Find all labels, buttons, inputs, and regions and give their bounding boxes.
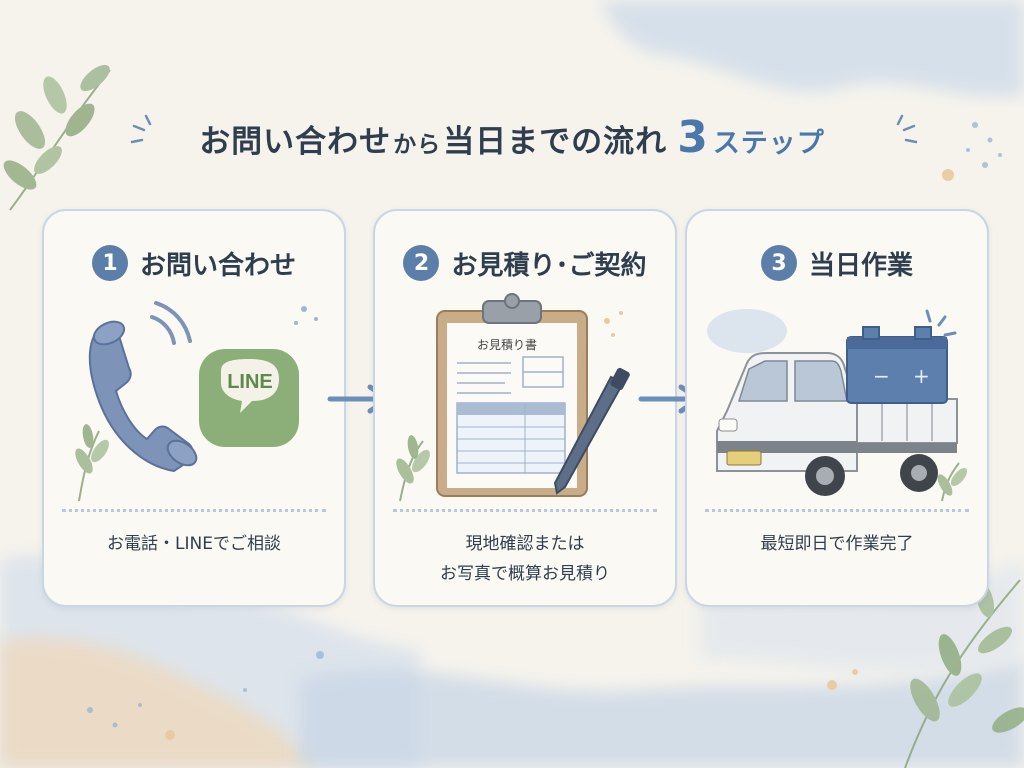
title-part1: お問い合わせ [199, 124, 392, 160]
page-title: お問い合わせ から 当日までの流れ 3 ステップ [0, 112, 1024, 172]
step-description: お電話・LINEでご相談 [44, 529, 344, 559]
clipboard-icon: お見積り書 [436, 293, 588, 497]
step-header: 3 当日作業 [687, 243, 987, 283]
divider [705, 509, 969, 512]
step-description-line: 最短即日で作業完了 [760, 534, 914, 554]
step-illustration: お見積り書 [396, 293, 630, 502]
step-label: お問い合わせ [139, 250, 296, 281]
step-number-badge: 2 [403, 245, 440, 281]
line-icon: LINE [199, 349, 299, 447]
phone-icon [88, 301, 198, 473]
truck-icon [716, 352, 958, 496]
step-label: お見積り･ご契約 [451, 250, 647, 281]
svg-text:−: − [873, 364, 890, 388]
step-card-3: 3 当日作業 − + [685, 209, 989, 607]
title-suffix: ステップ [712, 128, 825, 159]
line-badge-text: LINE [227, 371, 273, 393]
step-description: 最短即日で作業完了 [687, 529, 987, 559]
step-description-line: お写真で概算お見積り [440, 564, 610, 584]
svg-text:+: + [913, 364, 930, 388]
divider [62, 509, 326, 512]
step-illustration: LINE [75, 301, 318, 502]
step-description-line: お電話・LINEでご相談 [107, 534, 281, 554]
step-description: 現地確認または お写真で概算お見積り [375, 529, 675, 589]
step-label: 当日作業 [808, 250, 913, 281]
leaf-decoration-top-left [3, 64, 111, 211]
title-number: 3 [677, 112, 709, 163]
sparkle-left-icon [130, 114, 152, 144]
step-card-1: 1 お問い合わせ LINE お電話・LINEでご相談 [42, 209, 346, 607]
pen-icon [553, 367, 630, 495]
step-number-badge: 1 [91, 245, 128, 281]
step-header: 1 お問い合わせ [44, 243, 344, 283]
estimate-doc-title: お見積り書 [477, 337, 537, 352]
battery-icon: − + [846, 326, 948, 404]
step-card-2: 2 お見積り･ご契約 お見積り書 [373, 209, 677, 607]
leaf-decoration-bottom-right [904, 579, 1024, 768]
title-part3: 当日までの流れ [443, 124, 668, 160]
step-number-badge: 3 [760, 245, 797, 281]
divider [393, 509, 657, 512]
step-description-line: 現地確認または [465, 534, 585, 554]
sparkle-right-icon [896, 114, 918, 144]
step-illustration: − + [707, 309, 968, 502]
title-part2: から [393, 132, 442, 158]
step-header: 2 お見積り･ご契約 [375, 243, 675, 283]
